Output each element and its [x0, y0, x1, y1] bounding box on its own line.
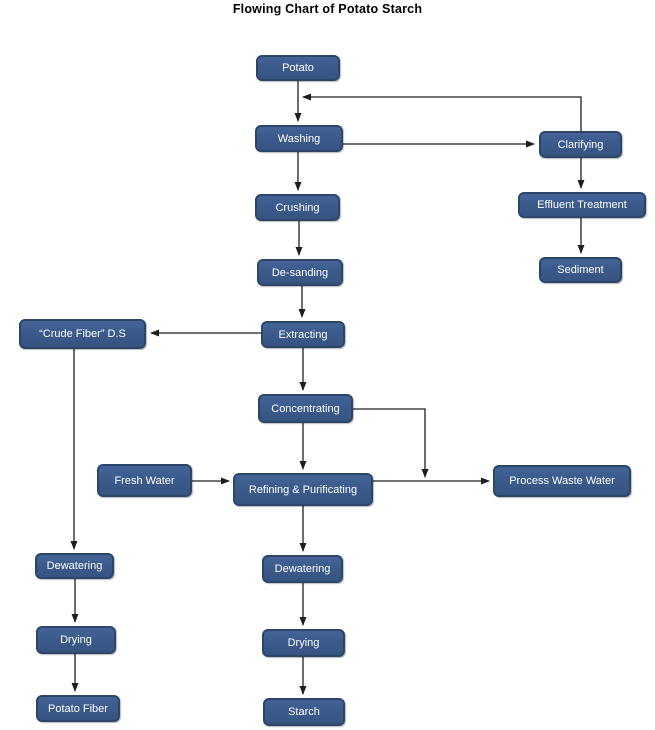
node-effluent-treatment: Effluent Treatment [518, 192, 646, 218]
edge-clarifying-recycle-washing [302, 93, 582, 131]
node-potato: Potato [256, 55, 340, 81]
node-fresh-water: Fresh Water [97, 464, 192, 497]
node-drying-fiber-line: Drying [36, 626, 116, 654]
node-clarifying: Clarifying [539, 131, 622, 158]
chart-title: Flowing Chart of Potato Starch [232, 2, 423, 16]
node-concentrating: Concentrating [258, 394, 353, 423]
node-starch: Starch [263, 698, 345, 726]
node-refining-purificating: Refining & Purificating [233, 473, 373, 506]
node-process-waste-water: Process Waste Water [493, 465, 631, 497]
node-sediment: Sediment [539, 257, 622, 283]
node-dewatering-fiber-line: Dewatering [35, 553, 114, 579]
node-potato-fiber: Potato Fiber [36, 695, 120, 722]
edge-concentrating-wastewater [353, 408, 429, 478]
node-crushing: Crushing [255, 194, 340, 221]
node-extracting: Extracting [261, 321, 345, 348]
node-crude-fiber-ds: “Crude Fiber” D.S [19, 319, 146, 349]
node-desanding: De-sanding [257, 259, 343, 286]
node-dewatering-starch-line: Dewatering [262, 555, 343, 583]
node-drying-starch-line: Drying [262, 629, 345, 657]
node-washing: Washing [255, 125, 343, 152]
